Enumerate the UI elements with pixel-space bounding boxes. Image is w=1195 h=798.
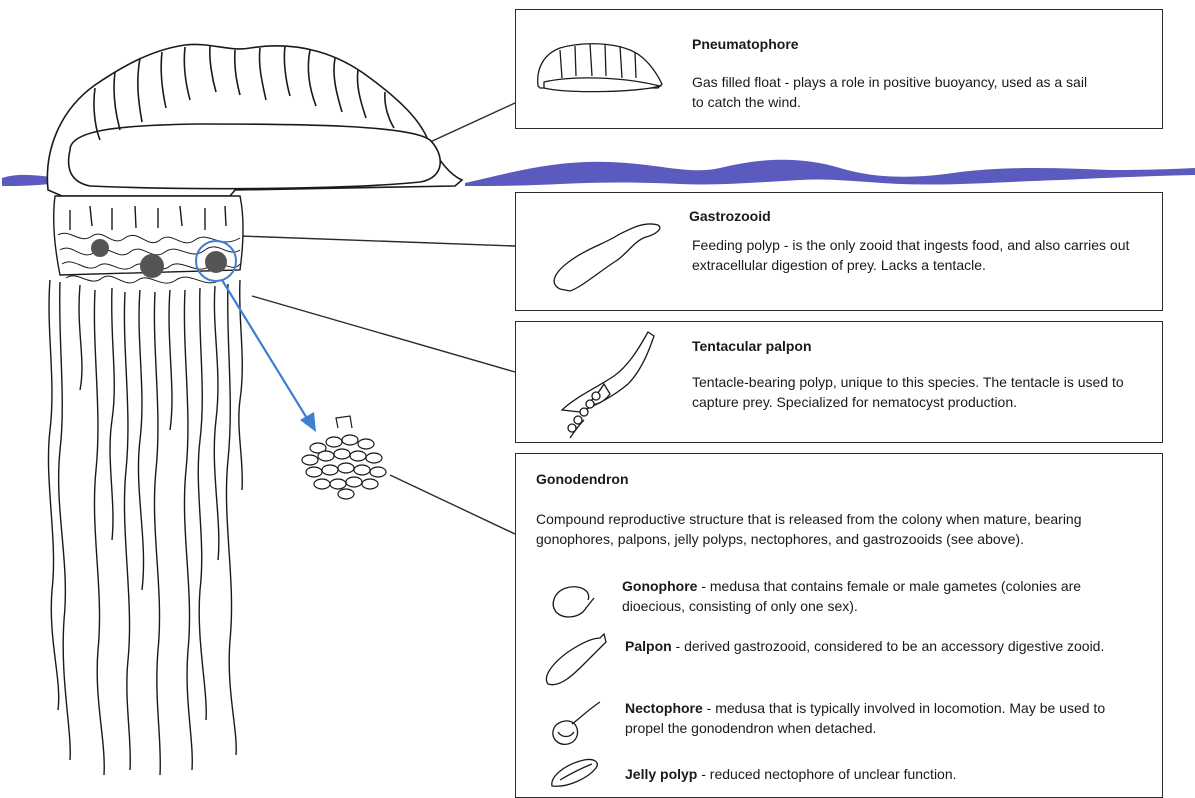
gonophore-item: Gonophore - medusa that contains female … xyxy=(622,576,1122,616)
pneumatophore-description: Gas filled float - plays a role in posit… xyxy=(692,72,1102,112)
arrow xyxy=(222,280,316,432)
pneumatophore-title: Pneumatophore xyxy=(692,36,799,52)
jelly-polyp-item: Jelly polyp - reduced nectophore of uncl… xyxy=(625,764,1125,784)
gonophore-name: Gonophore xyxy=(622,578,697,594)
float-drawing xyxy=(47,44,462,196)
nectophore-item: Nectophore - medusa that is typically in… xyxy=(625,698,1125,738)
tentacular-palpon-box: Tentacular palpon Tentacle-bearing polyp… xyxy=(515,321,1163,443)
gastrozooid-description: Feeding polyp - is the only zooid that i… xyxy=(692,235,1154,275)
palpon-name: Palpon xyxy=(625,638,672,654)
gonophore-icon xyxy=(548,582,608,622)
jelly-polyp-icon xyxy=(546,756,606,790)
gastrozooid-box: Gastrozooid Feeding polyp - is the only … xyxy=(515,192,1163,311)
palpon-item: Palpon - derived gastrozooid, considered… xyxy=(625,636,1125,656)
pneumatophore-icon xyxy=(530,38,670,98)
gonodendron-box: Gonodendron Compound reproductive struct… xyxy=(515,453,1163,798)
jelly-polyp-name: Jelly polyp xyxy=(625,766,697,782)
palpon-text: - derived gastrozooid, considered to be … xyxy=(672,638,1105,654)
gastrozooid-icon xyxy=(546,213,666,297)
pneumatophore-box: Pneumatophore Gas filled float - plays a… xyxy=(515,9,1163,129)
nectophore-name: Nectophore xyxy=(625,700,703,716)
tentacular-palpon-description: Tentacle-bearing polyp, unique to this s… xyxy=(692,372,1154,412)
tentacles xyxy=(48,280,242,775)
jelly-polyp-text: - reduced nectophore of unclear function… xyxy=(697,766,956,782)
colony-body xyxy=(54,196,243,283)
gastrozooid-title: Gastrozooid xyxy=(689,208,771,224)
gonodendron-description: Compound reproductive structure that is … xyxy=(536,509,1156,549)
tentacular-palpon-title: Tentacular palpon xyxy=(692,338,812,354)
gonodendron-title: Gonodendron xyxy=(536,471,629,487)
nectophore-icon xyxy=(546,698,606,748)
palpon-icon xyxy=(540,632,610,690)
tentacular-palpon-icon xyxy=(544,324,674,442)
